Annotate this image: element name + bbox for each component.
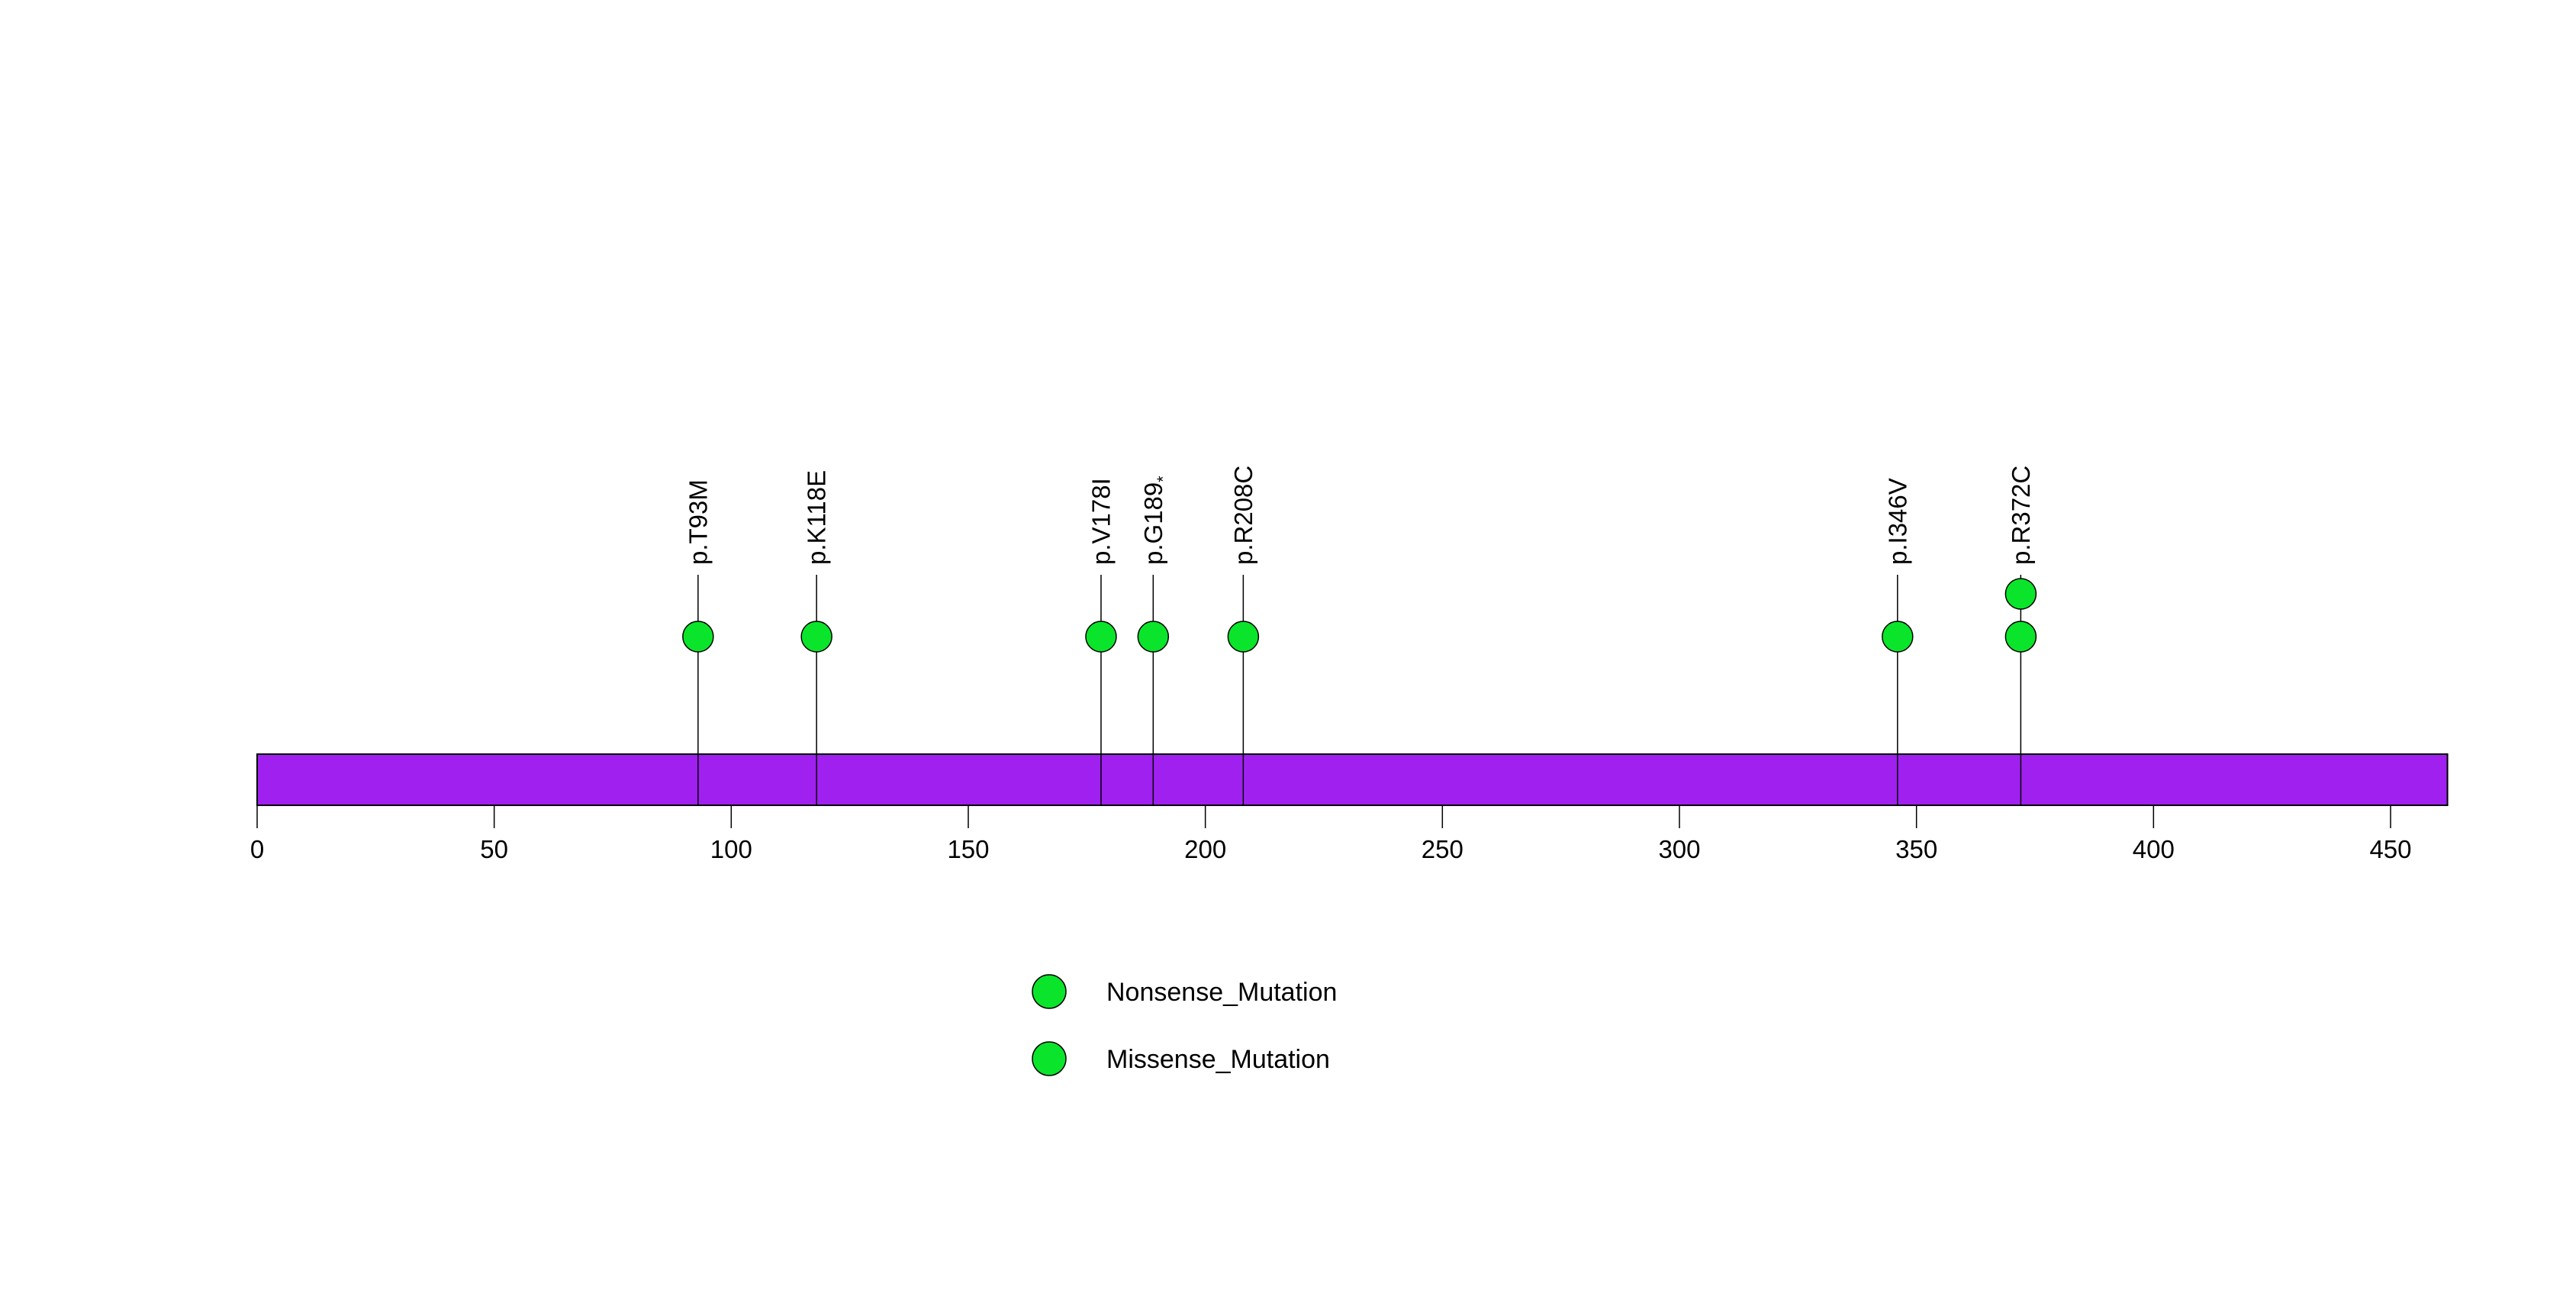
mutation-marker bbox=[1085, 621, 1117, 653]
mutation-label: p.G189* bbox=[1139, 476, 1172, 565]
axis-tick-label: 350 bbox=[1895, 835, 1937, 863]
mutation-marker bbox=[1227, 621, 1260, 653]
mutation-label: p.I346V bbox=[1883, 478, 1911, 565]
axis-tick-label: 150 bbox=[947, 835, 989, 863]
mutation-marker bbox=[1882, 621, 1914, 653]
axis-tick-label: 450 bbox=[2369, 835, 2411, 863]
mutation-label: p.R208C bbox=[1229, 466, 1257, 565]
axis-tick-label: 400 bbox=[2133, 835, 2175, 863]
legend-label: Missense_Mutation bbox=[1106, 1045, 1330, 1074]
mutation-label: p.V178I bbox=[1087, 478, 1116, 565]
axis-tick-label: 0 bbox=[250, 835, 264, 863]
legend-label: Nonsense_Mutation bbox=[1106, 978, 1337, 1007]
mutation-label: p.K118E bbox=[803, 470, 831, 565]
mutation-marker bbox=[682, 621, 714, 653]
mutation-marker bbox=[1137, 621, 1170, 653]
mutation-label: p.R372C bbox=[2007, 466, 2035, 565]
mutation-marker bbox=[2004, 578, 2037, 610]
axis-tick-label: 300 bbox=[1658, 835, 1700, 863]
mutation-label: p.T93M bbox=[684, 479, 712, 565]
legend-marker bbox=[1032, 974, 1067, 1009]
axis-tick-label: 200 bbox=[1184, 835, 1226, 863]
legend-marker bbox=[1032, 1041, 1067, 1076]
axis-tick-label: 250 bbox=[1422, 835, 1463, 863]
mutation-marker bbox=[2004, 621, 2037, 653]
axis-tick-label: 100 bbox=[710, 835, 752, 863]
axis-tick-label: 50 bbox=[480, 835, 508, 863]
stop-codon-asterisk: * bbox=[1154, 476, 1172, 482]
protein-body-bar bbox=[256, 753, 2449, 806]
mutation-marker bbox=[800, 621, 832, 653]
